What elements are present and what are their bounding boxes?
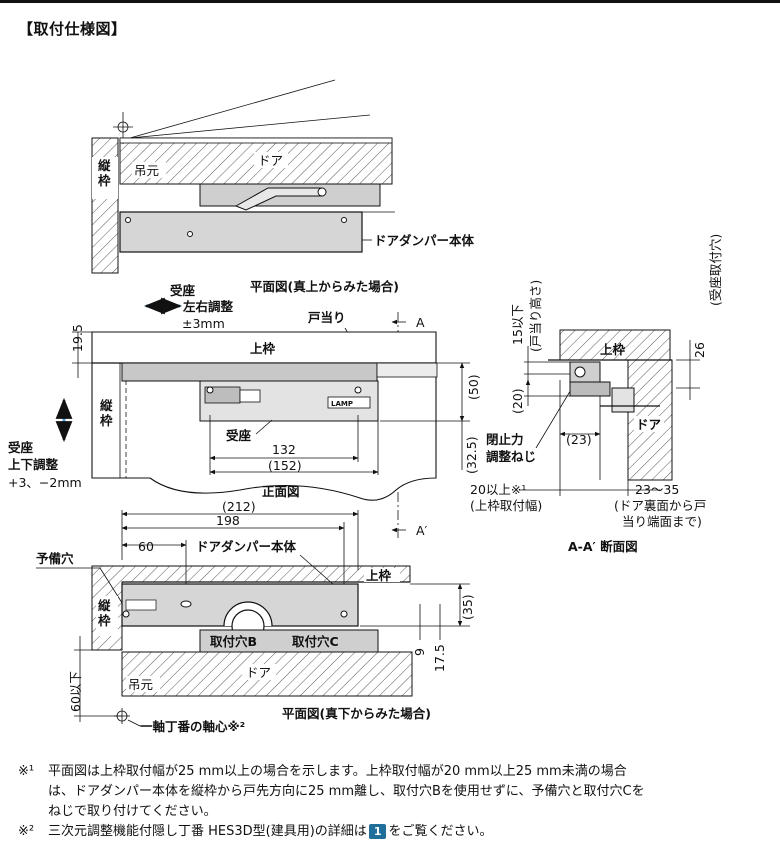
lr-range-label: ±3mm <box>182 316 225 331</box>
yobi-ana-label: 予備穴 <box>36 551 74 566</box>
dim-20-label: (20) <box>510 388 525 414</box>
lr-seat-label: 受座 <box>170 283 196 298</box>
top-view-caption: 平面図(真上からみた場合) <box>250 279 399 294</box>
tsurimoto-label: 吊元 <box>134 163 159 178</box>
tatewaku-front-label: 縦枠 <box>100 398 113 428</box>
dim-20min-b-label: (上枠取付幅) <box>470 498 542 513</box>
note-1-line2: は、ドアダンパー本体を縦枠から戸先方向に25 mm離し、取付穴Bを使用せずに、予… <box>48 784 645 799</box>
brand-plate <box>327 396 371 409</box>
bottom-tatewaku-label: 縦枠 <box>98 598 111 628</box>
dim-212: (212) <box>222 499 256 514</box>
bottom-caption: 平面図(真下からみた場合) <box>282 706 431 721</box>
front-view-caption: 正面図 <box>262 484 300 499</box>
dim-32-5: (32.5) <box>464 436 479 474</box>
footnotes: ※¹ 平面図は上枠取付幅が25 mm以上の場合を示します。上枠取付幅が20 mm… <box>18 762 768 842</box>
dim-20min-label: 20以上※¹ <box>470 482 526 497</box>
hinge-axis-label: 一軸丁番の軸心※² <box>140 719 245 734</box>
note-1-line3: ねじで取り付けてください。 <box>48 804 217 819</box>
dim-26-label: 26 <box>692 342 707 358</box>
dim-23-35-label: 23〜35 <box>635 482 679 497</box>
note-1-line1: 平面図は上枠取付幅が25 mm以上の場合を示します。上枠取付幅が20 mm以上2… <box>48 764 627 779</box>
dim-17-5: 17.5 <box>432 644 447 672</box>
dim-23-35c-label: 当り端面まで) <box>622 514 702 529</box>
door-swing-line <box>129 79 336 139</box>
dim-9: 9 <box>412 648 427 656</box>
uke-za-label: 受座 <box>226 428 252 443</box>
dim-198: 198 <box>216 513 240 528</box>
dim-19-5: 19.5 <box>70 324 85 352</box>
hole-b-label: 取付穴B <box>210 634 257 649</box>
dim-132: 132 <box>272 442 296 457</box>
page-title: 【取付仕様図】 <box>18 20 127 38</box>
note-1-mark: ※¹ <box>18 764 35 779</box>
dim-23-label: (23) <box>566 432 592 447</box>
ud-range-label: +3、−2mm <box>8 475 82 490</box>
lr-adjust-label: 左右調整 <box>182 299 234 314</box>
bottom-plan-view: (212) 198 60 ドアダンパー本体 予備穴 上枠 縦枠 <box>36 499 475 734</box>
dim-26b-label: (受座取付穴) <box>708 234 723 306</box>
note-2-post: をご覧ください。 <box>388 824 493 839</box>
note-2-pre: 三次元調整機能付隠し丁番 HES3D型(建具用)の詳細は <box>48 824 367 839</box>
reference-badge[interactable]: 1 <box>368 824 387 839</box>
damper-body-top <box>119 211 363 253</box>
dim-152: (152) <box>268 458 302 473</box>
damper-body-label: ドアダンパー本体 <box>374 233 475 248</box>
section-header-frame <box>559 329 671 361</box>
section-a-label: A <box>416 315 425 330</box>
door-label: ドア <box>258 153 283 168</box>
dim-35: (35) <box>460 594 475 620</box>
bottom-tsurimoto-label: 吊元 <box>128 677 153 692</box>
front-view: 受座 左右調整 ±3mm 戸当り A A′ 19.5 上枠 縦枠 <box>8 283 579 540</box>
bottom-damper-label: ドアダンパー本体 <box>196 539 297 554</box>
seat-bar <box>121 362 378 382</box>
svg-text:LAMP: LAMP <box>331 400 353 408</box>
dim-60max: 60以下 <box>68 671 83 712</box>
bottom-door-label: ドア <box>246 665 271 680</box>
note-2-mark: ※² <box>18 824 35 839</box>
dim-15-label: 15以下 <box>510 304 525 345</box>
section-kamiwaku-label: 上枠 <box>600 342 626 357</box>
dim-23-35b-label: (ドア裏面から戸 <box>614 498 706 513</box>
todari-label: 戸当り <box>308 310 346 325</box>
bottom-kamiwaku-label: 上枠 <box>366 568 392 583</box>
door-swing-line <box>129 114 371 139</box>
closing-adj-label: 閉止力 <box>486 432 524 447</box>
hole-c-label: 取付穴C <box>292 634 339 649</box>
top-rule <box>0 0 780 3</box>
drawing-svg: 縦枠 吊元 ドア ドアダンパー本体 平面図(真上からみた場合) <box>8 79 723 734</box>
top-plan-view: 縦枠 吊元 ドア ドアダンパー本体 平面図(真上からみた場合) <box>91 79 475 294</box>
kamiwaku-label: 上枠 <box>250 341 276 356</box>
ud-adjust-label: 上下調整 <box>8 457 59 472</box>
note-1: ※¹ 平面図は上枠取付幅が25 mm以上の場合を示します。上枠取付幅が20 mm… <box>18 762 768 822</box>
section-a2-label: A′ <box>416 523 428 538</box>
closing-adj-label-2: 調整ねじ <box>486 449 536 464</box>
tatewaku-label: 縦枠 <box>98 158 111 188</box>
ud-seat-label: 受座 <box>8 440 34 455</box>
dim-50: (50) <box>466 374 481 400</box>
dim-60: 60 <box>138 539 154 554</box>
section-door-label: ドア <box>636 417 661 432</box>
section-view: 上枠 ドア 15以下 (戸当り高さ) (20) 26 (受座取付穴) (23) <box>470 234 723 554</box>
section-caption: A-A′ 断面図 <box>568 539 638 554</box>
dim-15b-label: (戸当り高さ) <box>528 280 543 352</box>
door-stop <box>376 362 438 378</box>
